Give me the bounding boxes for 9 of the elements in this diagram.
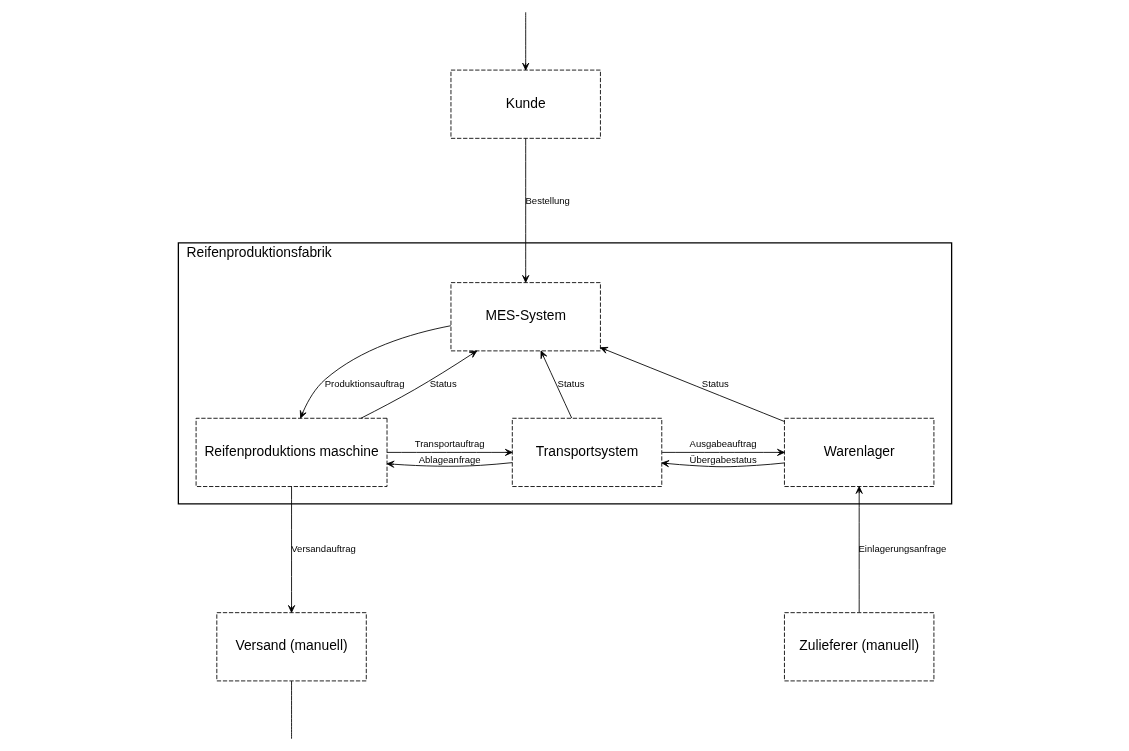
edge-label: Status <box>701 377 729 389</box>
edge-label: Ausgabeauftrag <box>689 438 757 450</box>
edge-label: Bestellung <box>525 194 570 206</box>
edge-label: Transportauftrag <box>414 438 485 450</box>
edge-label: Ablageanfrage <box>418 453 481 465</box>
edge-label: Produktionsauftrag <box>324 377 404 389</box>
edge-label: Übergabestatus <box>689 453 757 465</box>
edge-label: Status <box>557 377 585 389</box>
edge-label: Status <box>429 377 457 389</box>
